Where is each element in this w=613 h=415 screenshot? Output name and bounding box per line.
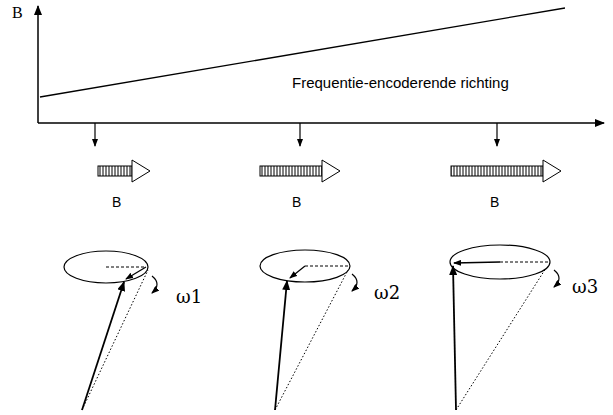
field-label: B (292, 194, 301, 210)
field-gradient-line (40, 8, 565, 97)
position-markers (95, 123, 497, 146)
precession-cone (260, 250, 357, 410)
field-label: B (490, 194, 499, 210)
frequency-label: ω3 (572, 276, 598, 297)
field-label: B (112, 194, 121, 210)
frequency-label: ω2 (374, 282, 400, 303)
axes (38, 6, 604, 123)
precession-cone (64, 251, 157, 410)
frequency-label: ω1 (176, 286, 202, 307)
axis-label: B (12, 4, 23, 22)
axis-label: Frequentie-encoderende richting (292, 74, 509, 91)
field-arrows (98, 160, 561, 182)
precession-cone (450, 245, 559, 410)
